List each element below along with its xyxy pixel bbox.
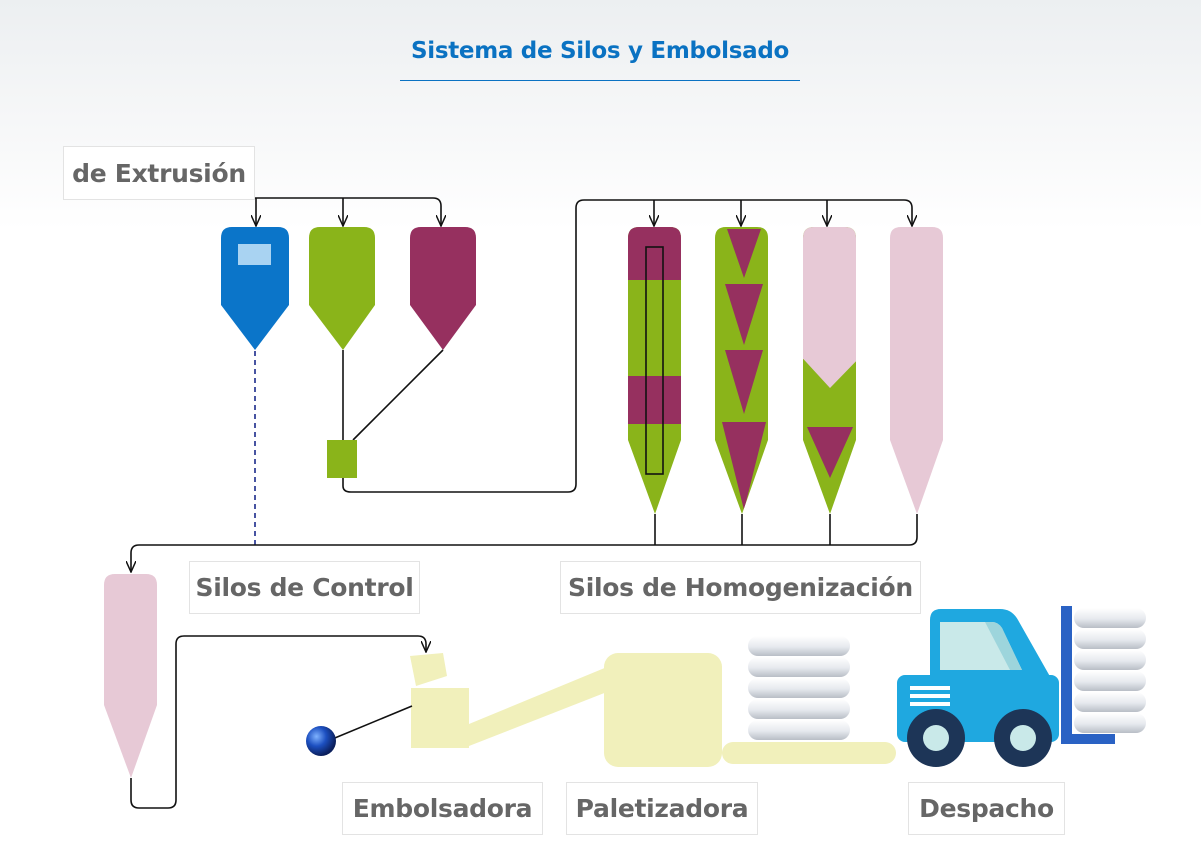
homogenization-feed-line — [342, 199, 912, 493]
label-control-silos: Silos de Control — [189, 561, 420, 614]
bag-ball-icon — [306, 726, 336, 756]
homogenization-drops — [654, 200, 827, 226]
homogenization-silo-1 — [628, 227, 681, 514]
control-silo-magenta — [410, 227, 476, 350]
extrusion-feed-lines — [190, 197, 441, 226]
storage-silo — [104, 574, 157, 778]
collection-lines — [131, 514, 918, 572]
bag-stack-pallet — [748, 636, 850, 740]
control-silo-green — [309, 227, 375, 350]
label-palletizer: Paletizadora — [566, 782, 758, 835]
homogenization-silo-4 — [890, 227, 943, 514]
title-underline — [400, 80, 800, 81]
label-homogenization-silos: Silos de Homogenización — [560, 561, 921, 614]
conveyor-belt — [469, 667, 612, 746]
silo-window — [238, 244, 271, 265]
label-extrusion: de Extrusión — [63, 146, 255, 200]
palletizer — [604, 653, 722, 767]
bagging-feed-line — [130, 635, 426, 809]
homogenization-silo-2 — [715, 227, 768, 514]
forklift-mast — [1061, 606, 1072, 744]
homogenization-silo-3 — [803, 227, 856, 514]
diagram-title: Sistema de Silos y Embolsado — [410, 38, 790, 64]
control-silo-blue — [221, 227, 289, 350]
label-bagging: Embolsadora — [342, 782, 543, 835]
bagging-machine — [306, 653, 469, 756]
bag-stack-forklift — [1074, 608, 1146, 733]
mixer-lines — [342, 349, 444, 441]
mixer-box — [327, 440, 357, 478]
silo-inner-tube — [645, 246, 664, 475]
pallet-conveyor — [722, 742, 896, 764]
forklift-truck-icon — [897, 606, 1115, 767]
label-dispatch: Despacho — [908, 782, 1065, 835]
